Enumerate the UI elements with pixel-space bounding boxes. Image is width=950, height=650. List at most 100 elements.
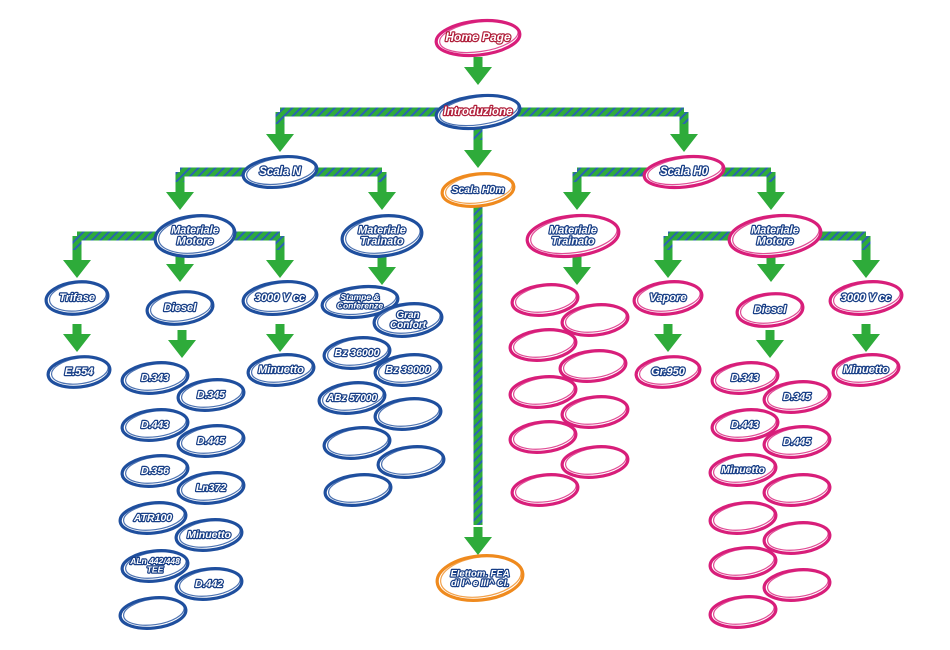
node-h0-trainato-empty-3[interactable] — [508, 327, 578, 364]
node-label: Ln372 — [196, 482, 227, 494]
node-h0-trainato-empty-4[interactable] — [558, 348, 628, 385]
node-n-empty-3[interactable] — [376, 444, 446, 481]
node-n-ln372[interactable]: Ln372 — [176, 470, 246, 507]
node-h0-trainato-empty-5[interactable] — [508, 374, 578, 411]
node-h0-trainato-empty-1[interactable] — [510, 282, 580, 319]
node-h0-d445[interactable]: D.445 — [762, 424, 832, 461]
node-n-bz39000[interactable]: Bz 39000 — [373, 352, 443, 389]
node-oval-stroke — [122, 597, 185, 626]
node-h0-diesel-empty-1[interactable] — [762, 472, 832, 509]
node-h0-vapore[interactable]: Vapore — [632, 279, 704, 318]
node-oval — [762, 473, 832, 507]
node-oval-stroke — [766, 426, 829, 455]
node-introduzione[interactable]: Introduzione — [434, 92, 522, 133]
node-oval-stroke — [377, 398, 440, 427]
node-n-d445[interactable]: D.445 — [176, 423, 246, 460]
node-label: D.442 — [195, 578, 223, 590]
node-scala-n[interactable]: Scala N — [241, 153, 319, 191]
node-n-d345[interactable]: D.345 — [176, 377, 246, 414]
node-n-minuetto-2[interactable]: Minuetto — [174, 517, 244, 554]
down-arrow-icon — [654, 324, 682, 352]
node-label: Scala N — [259, 166, 301, 178]
node-oval-stroke — [739, 293, 802, 324]
node-h0-trainato-empty-9[interactable] — [510, 472, 580, 509]
node-oval-stroke — [326, 337, 389, 366]
node-h0-trainato-empty-6[interactable] — [560, 394, 630, 431]
node-oval-stroke — [180, 425, 243, 454]
node-label: D.345 — [783, 391, 811, 403]
node-oval-stroke — [48, 282, 107, 312]
node-oval-stroke — [50, 356, 109, 385]
node-h0-d443[interactable]: D.443 — [710, 407, 780, 444]
node-h0-diesel[interactable]: Diesel — [735, 291, 805, 330]
node-oval — [153, 214, 237, 258]
node-oval-stroke — [377, 354, 440, 383]
node-label-line: Trainato — [551, 235, 594, 247]
node-n-d343[interactable]: D.343 — [120, 360, 190, 397]
node-n-empty-2[interactable] — [322, 425, 392, 462]
down-arrow-icon — [563, 257, 591, 285]
arrow-to-h0-motore — [757, 182, 785, 210]
node-n-bz36000[interactable]: Bz 36000 — [322, 335, 392, 372]
node-scala-h0m[interactable]: Scala H0m — [440, 170, 516, 209]
node-h0-diesel-empty-2[interactable] — [708, 500, 778, 537]
node-oval — [708, 595, 778, 629]
node-h0-d345[interactable]: D.345 — [762, 379, 832, 416]
node-n-empty-5[interactable] — [118, 595, 188, 632]
node-n-d443[interactable]: D.443 — [120, 407, 190, 444]
node-n-diesel[interactable]: Diesel — [145, 289, 215, 328]
node-n-empty-4[interactable] — [323, 472, 393, 509]
node-h0-diesel-empty-5[interactable] — [762, 567, 832, 604]
node-n-d442[interactable]: D.442 — [174, 566, 244, 603]
node-label-line: Minuetto — [187, 529, 231, 541]
node-label-line: Diesel — [754, 304, 787, 316]
node-h0-d343[interactable]: D.343 — [710, 360, 780, 397]
node-home-page[interactable]: Home Page — [434, 17, 522, 60]
node-oval-stroke — [766, 474, 829, 503]
down-arrow-icon — [166, 254, 194, 282]
connector-bar — [275, 112, 285, 128]
node-label: Minuetto — [258, 364, 304, 376]
node-h0-minuetto[interactable]: Minuetto — [831, 352, 901, 389]
node-h0-minuetto-2[interactable]: Minuetto — [708, 452, 778, 489]
node-n-abz57000[interactable]: ABz 57000 — [317, 380, 387, 417]
node-oval — [372, 302, 444, 338]
node-h0-diesel-empty-3[interactable] — [762, 520, 832, 557]
node-oval — [46, 355, 112, 389]
node-n-minuetto[interactable]: Minuetto — [246, 352, 316, 389]
node-n-trifase[interactable]: Trifase — [44, 279, 110, 317]
node-n-e554[interactable]: E.554 — [46, 354, 112, 390]
node-label: D.343 — [141, 372, 169, 384]
node-h0-trainato-empty-8[interactable] — [560, 444, 630, 481]
node-oval — [376, 445, 446, 479]
node-h0-3000[interactable]: 3000 V cc — [828, 278, 904, 317]
node-oval-stroke — [439, 95, 519, 127]
arrow-to-elettom — [464, 527, 492, 555]
node-label-line: Stampe & — [340, 292, 379, 302]
node-n-3000[interactable]: 3000 V cc — [241, 278, 319, 318]
node-n-stampe-conferenze[interactable]: Stampe &Conferenze — [320, 283, 400, 321]
node-oval-stroke — [835, 354, 898, 383]
node-scala-h0[interactable]: Scala H0 — [642, 153, 726, 191]
node-h0-diesel-empty-6[interactable] — [708, 594, 778, 631]
node-h0-trainato-empty-2[interactable] — [560, 302, 630, 339]
node-h0-gr950[interactable]: Gr.950 — [634, 354, 702, 391]
node-label-line: 3000 V cc — [255, 292, 305, 304]
node-n-empty-1[interactable] — [373, 396, 443, 433]
node-h0-diesel-empty-4[interactable] — [708, 545, 778, 582]
node-label: D.445 — [783, 436, 811, 448]
node-n-atr100[interactable]: ATR100 — [118, 500, 188, 537]
node-n-d356[interactable]: D.356 — [120, 453, 190, 490]
node-h0-trainato-empty-7[interactable] — [508, 419, 578, 456]
node-label: Trifase — [59, 292, 95, 304]
